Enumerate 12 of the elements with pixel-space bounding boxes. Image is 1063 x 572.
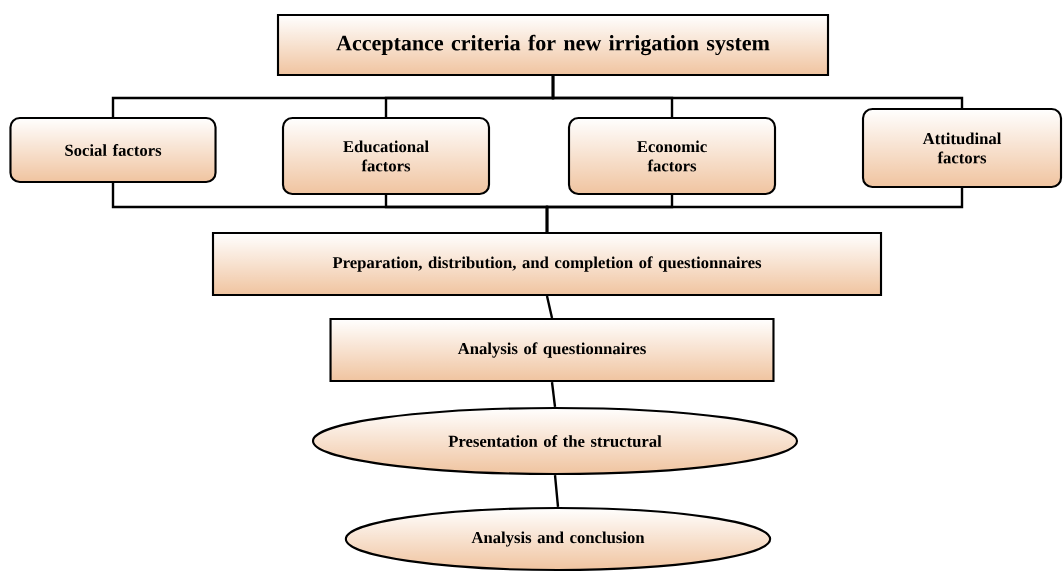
factor-box: Social factors — [9, 116, 217, 184]
factor-box: Educational factors — [281, 116, 491, 196]
process-box: Analysis of questionnaires — [329, 317, 775, 383]
factor-box: Attitudinal factors — [861, 107, 1063, 189]
connector-line — [551, 76, 964, 108]
title-box: Acceptance criteria for new irrigation system — [276, 13, 830, 77]
connector-line — [550, 381, 557, 408]
connector-line — [545, 188, 964, 232]
factor-box: Economic factors — [567, 116, 777, 196]
process-box: Preparation, distribution, and completion of questionnaires — [211, 231, 883, 297]
connector-line — [545, 295, 554, 319]
connector-line — [553, 474, 560, 508]
